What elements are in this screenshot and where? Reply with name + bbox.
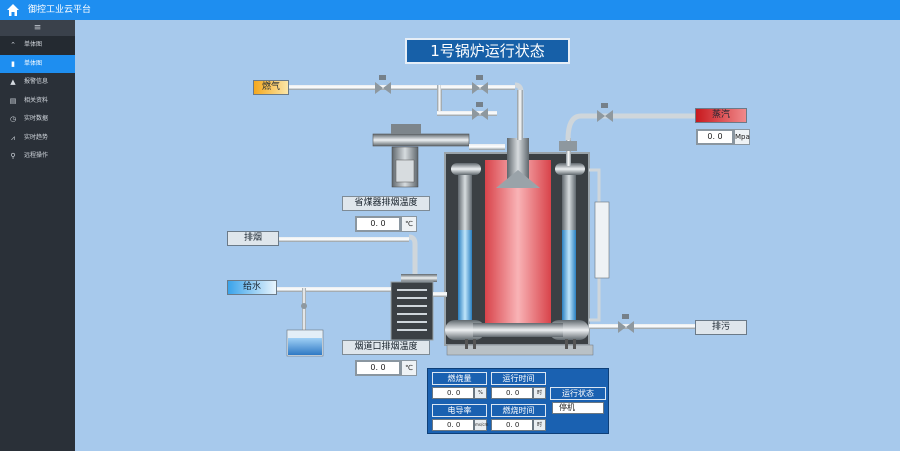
chevron-up-icon: ⌃ <box>10 41 16 49</box>
burn-amount-value: 0. 0 <box>432 387 474 399</box>
sidebar-item-alarms[interactable]: ▲ 报警信息 <box>0 73 75 92</box>
run-state-label: 运行状态 <box>550 387 606 400</box>
exhaust-pipe <box>279 237 409 242</box>
boiler-diagram <box>275 75 695 357</box>
right-water-tube <box>562 230 576 322</box>
sidebar-item-remote-control[interactable]: ⚲ 远程操作 <box>0 147 75 166</box>
burn-time-unit: 时 <box>533 419 546 431</box>
left-water-tube <box>458 230 472 322</box>
economizer-cap <box>391 124 421 134</box>
steam-tag: 蒸汽 <box>695 108 747 123</box>
economizer-temp-value: 0. 0 <box>355 216 401 232</box>
drain-pipe <box>589 324 695 329</box>
burn-time-value: 0. 0 <box>491 419 533 431</box>
sidebar-item-label: 远程操作 <box>24 152 49 159</box>
economizer-temp-label: 省煤器排烟温度 <box>342 196 430 211</box>
burn-time-label: 燃烧时间 <box>491 404 546 417</box>
steam-riser <box>566 138 571 166</box>
sidebar-item-documents[interactable]: ▤ 相关资料 <box>0 92 75 111</box>
flue-temp-unit: ℃ <box>401 360 417 376</box>
sidebar-item-single-view[interactable]: ▮ 单体图 <box>0 54 75 73</box>
sidebar-item-realtime-data[interactable]: ◷ 实时数据 <box>0 110 75 129</box>
feedwater-pipe <box>275 287 391 292</box>
feedwater-tag: 给水 <box>227 280 277 295</box>
tank-water <box>288 338 322 355</box>
page-title: 1号锅炉运行状态 <box>405 38 570 64</box>
file-icon: ▮ <box>11 59 15 68</box>
flue-exchanger-cap <box>401 274 437 282</box>
boiler-base <box>446 344 594 356</box>
burn-amount-unit: % <box>474 387 487 399</box>
sidebar-item-label: 单体图 <box>24 59 43 67</box>
sidebar-item-label: 实时数据 <box>24 115 49 122</box>
furnace-chamber <box>485 160 551 334</box>
gas-pipe <box>285 85 441 90</box>
warning-icon: ▲ <box>10 78 16 86</box>
level-gauge <box>594 201 610 279</box>
exhaust-pipe-down <box>408 234 418 276</box>
gas-pipe-branch <box>437 111 497 116</box>
flue-link <box>469 144 505 150</box>
drain-valve[interactable] <box>618 314 634 333</box>
burner-head <box>507 138 529 186</box>
feedwater-valve[interactable] <box>301 303 307 309</box>
sidebar-item-label: 报警信息 <box>24 78 49 85</box>
economizer-duct <box>372 133 470 147</box>
steam-check-valve[interactable] <box>559 141 577 151</box>
economizer-core <box>395 159 415 183</box>
app-title: 御控工业云平台 <box>28 5 92 15</box>
steam-valve[interactable] <box>597 103 613 122</box>
exhaust-tag: 排烟 <box>227 231 279 246</box>
sidebar-group-single-view[interactable]: ⌃ 单体图 <box>0 36 75 55</box>
feedwater-drop <box>302 288 306 332</box>
flue-temp-value: 0. 0 <box>355 360 401 376</box>
location-icon: ⚲ <box>10 152 16 160</box>
gas-valve-1[interactable] <box>375 75 391 94</box>
burn-amount-label: 燃烧量 <box>432 372 487 385</box>
run-time-label: 运行时间 <box>491 372 546 385</box>
steam-pressure-unit: Mpa <box>734 129 750 145</box>
sidebar-item-label: 相关资料 <box>24 96 49 104</box>
main-canvas: 1号锅炉运行状态 燃气 蒸汽 0. 0 Mpa 省煤器排烟温度 0. 0 ℃ 排… <box>75 20 900 451</box>
sidebar: ≡ ⌃ 单体图 ▮ 单体图 ▲ 报警信息 ▤ 相关资料 ◷ 实时数据 ⩘ 实时趋… <box>0 20 75 451</box>
conductivity-value: 0. 0 <box>432 419 474 431</box>
burner-nozzle <box>496 170 540 188</box>
gas-valve-2[interactable] <box>472 75 488 94</box>
clock-icon: ◷ <box>9 115 17 123</box>
flue-coil <box>397 289 427 331</box>
status-panel: 燃烧量 0. 0 % 运行时间 0. 0 时 电导率 0. 0 ms/cm 燃烧… <box>427 368 609 434</box>
gas-valve-3[interactable] <box>472 102 488 120</box>
top-bar: 御控工业云平台 <box>0 0 900 20</box>
flue-temp-label: 烟道口排烟温度 <box>342 340 430 355</box>
gas-feed-pipe <box>517 90 523 140</box>
run-time-value: 0. 0 <box>491 387 533 399</box>
right-upper-drum <box>555 163 585 175</box>
sidebar-item-label: 实时趋势 <box>24 133 49 141</box>
home-icon[interactable] <box>6 3 20 17</box>
flue-to-boiler <box>433 292 447 297</box>
document-icon: ▤ <box>9 96 17 105</box>
sidebar-group-label: 单体图 <box>24 41 43 48</box>
steam-pipe <box>565 113 695 141</box>
menu-toggle-icon[interactable]: ≡ <box>0 20 75 36</box>
sidebar-item-realtime-trend[interactable]: ⩘ 实时趋势 <box>0 129 75 148</box>
conductivity-unit: ms/cm <box>474 419 488 431</box>
conductivity-label: 电导率 <box>432 404 487 417</box>
drain-tag: 排污 <box>695 320 747 335</box>
steam-pressure-value: 0. 0 <box>696 129 734 145</box>
bottom-header <box>473 323 563 337</box>
economizer-temp-unit: ℃ <box>401 216 417 232</box>
trend-icon: ⩘ <box>11 133 15 142</box>
gas-pipe-riser <box>437 85 442 115</box>
run-time-unit: 时 <box>533 387 546 399</box>
left-upper-drum <box>451 163 481 175</box>
gas-tag: 燃气 <box>253 80 289 95</box>
run-state-value: 停机 <box>552 402 604 414</box>
